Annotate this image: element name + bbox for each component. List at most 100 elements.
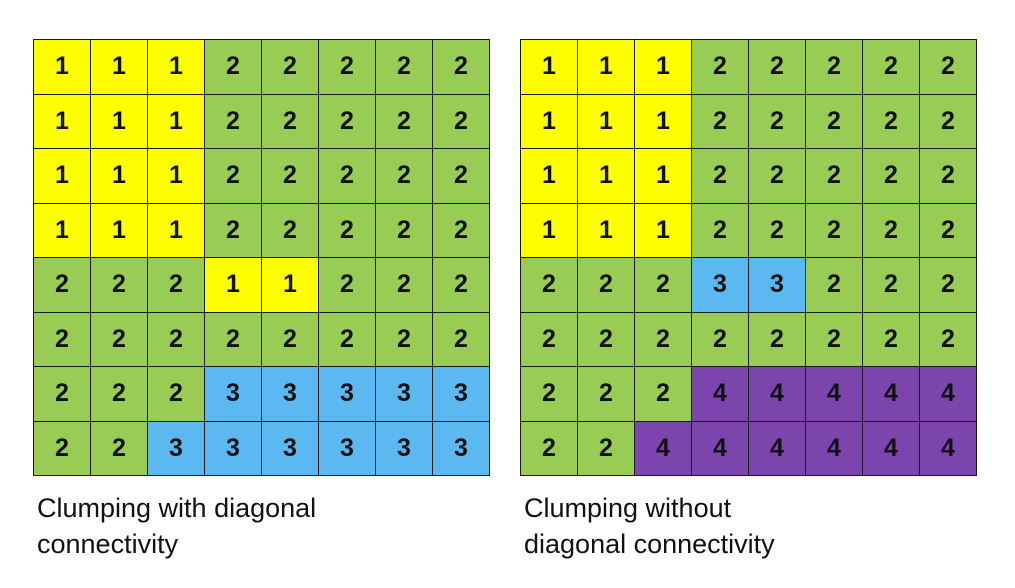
- grid-cell: 2: [635, 367, 692, 422]
- caption-line: Clumping with diagonal: [37, 493, 317, 523]
- grid-cell: 2: [433, 149, 490, 204]
- grid-cell: 2: [863, 94, 920, 149]
- grid-cell: 2: [749, 94, 806, 149]
- grid-cell: 3: [148, 421, 205, 476]
- grid-cell: 2: [148, 258, 205, 313]
- grid-cell: 2: [376, 94, 433, 149]
- grid-cell: 2: [521, 312, 578, 367]
- grid-cell: 3: [205, 367, 262, 422]
- grid-cell: 2: [863, 40, 920, 95]
- grid-cell: 4: [806, 421, 863, 476]
- grid-cell: 2: [433, 203, 490, 258]
- grid-cell: 2: [578, 367, 635, 422]
- caption-with-diagonal: Clumping with diagonal connectivity: [37, 490, 316, 562]
- grid-cell: 2: [920, 312, 977, 367]
- grid-cell: 3: [749, 258, 806, 313]
- grid-cell: 4: [749, 367, 806, 422]
- grid-cell: 2: [148, 312, 205, 367]
- grid-cell: 2: [34, 421, 91, 476]
- grid-cell: 4: [749, 421, 806, 476]
- grid-cell: 1: [635, 149, 692, 204]
- grid-cell: 3: [205, 421, 262, 476]
- grid-cell: 1: [521, 149, 578, 204]
- grid-cell: 2: [863, 312, 920, 367]
- grid-cell: 1: [635, 203, 692, 258]
- grid-cell: 4: [863, 367, 920, 422]
- grid-cell: 2: [863, 149, 920, 204]
- grid-cell: 2: [749, 40, 806, 95]
- grid-cell: 4: [692, 421, 749, 476]
- caption-line: diagonal connectivity: [524, 529, 775, 559]
- grid-cell: 2: [749, 203, 806, 258]
- grid-cell: 4: [863, 421, 920, 476]
- grid-cell: 2: [205, 149, 262, 204]
- grid-cell: 3: [376, 421, 433, 476]
- grid-cell: 2: [91, 421, 148, 476]
- grid-cell: 1: [91, 94, 148, 149]
- grid-cell: 2: [692, 94, 749, 149]
- grid-cell: 2: [262, 203, 319, 258]
- grid-cell: 2: [920, 149, 977, 204]
- grid-cell: 2: [376, 149, 433, 204]
- grid-cell: 2: [578, 312, 635, 367]
- grid-cell: 2: [749, 149, 806, 204]
- grid-cell: 2: [920, 94, 977, 149]
- grid-cell: 2: [262, 149, 319, 204]
- grid-cell: 1: [521, 203, 578, 258]
- grid-cell: 3: [262, 421, 319, 476]
- grid-cell: 1: [521, 94, 578, 149]
- grid-cell: 2: [863, 203, 920, 258]
- grid-cell: 2: [319, 312, 376, 367]
- grid-cell: 2: [578, 421, 635, 476]
- grid-cell: 4: [806, 367, 863, 422]
- grid-cell: 2: [91, 367, 148, 422]
- grid-cell: 2: [433, 312, 490, 367]
- grid-cell: 2: [262, 312, 319, 367]
- grid-cell: 2: [205, 203, 262, 258]
- grid-cell: 2: [262, 94, 319, 149]
- grid-cell: 2: [920, 40, 977, 95]
- grid-cell: 2: [262, 40, 319, 95]
- grid-cell: 2: [319, 149, 376, 204]
- grid-cell: 2: [91, 258, 148, 313]
- grid-cell: 2: [376, 312, 433, 367]
- caption-without-diagonal: Clumping without diagonal connectivity: [524, 490, 775, 562]
- grid-cell: 2: [806, 312, 863, 367]
- grid-cell: 1: [91, 203, 148, 258]
- grid-cell: 4: [920, 367, 977, 422]
- grid-cell: 2: [205, 312, 262, 367]
- grid-cell: 1: [262, 258, 319, 313]
- grid-cell: 2: [433, 258, 490, 313]
- grid-cell: 3: [433, 421, 490, 476]
- grid-cell: 3: [692, 258, 749, 313]
- grid-cell: 1: [91, 149, 148, 204]
- grid-cell: 2: [376, 258, 433, 313]
- grid-cell: 1: [148, 203, 205, 258]
- grid-cell: 1: [148, 40, 205, 95]
- grid-cell: 2: [692, 40, 749, 95]
- grid-cell: 1: [521, 40, 578, 95]
- grid-cell: 2: [433, 94, 490, 149]
- grid-cell: 3: [319, 421, 376, 476]
- grid-cell: 2: [806, 258, 863, 313]
- grid-cell: 2: [806, 149, 863, 204]
- grid-cell: 2: [749, 312, 806, 367]
- grid-cell: 2: [692, 312, 749, 367]
- grid-cell: 2: [920, 258, 977, 313]
- grid-cell: 2: [863, 258, 920, 313]
- grid-cell: 1: [578, 203, 635, 258]
- grid-cell: 2: [806, 94, 863, 149]
- grid-cell: 2: [319, 203, 376, 258]
- grid-cell: 1: [148, 149, 205, 204]
- grid-cell: 3: [376, 367, 433, 422]
- grid-cell: 2: [148, 367, 205, 422]
- grid-cell: 1: [578, 40, 635, 95]
- grid-cell: 1: [578, 94, 635, 149]
- grid-cell: 2: [205, 40, 262, 95]
- grid-cell: 2: [692, 203, 749, 258]
- grid-cell: 4: [920, 421, 977, 476]
- grid-cell: 2: [34, 258, 91, 313]
